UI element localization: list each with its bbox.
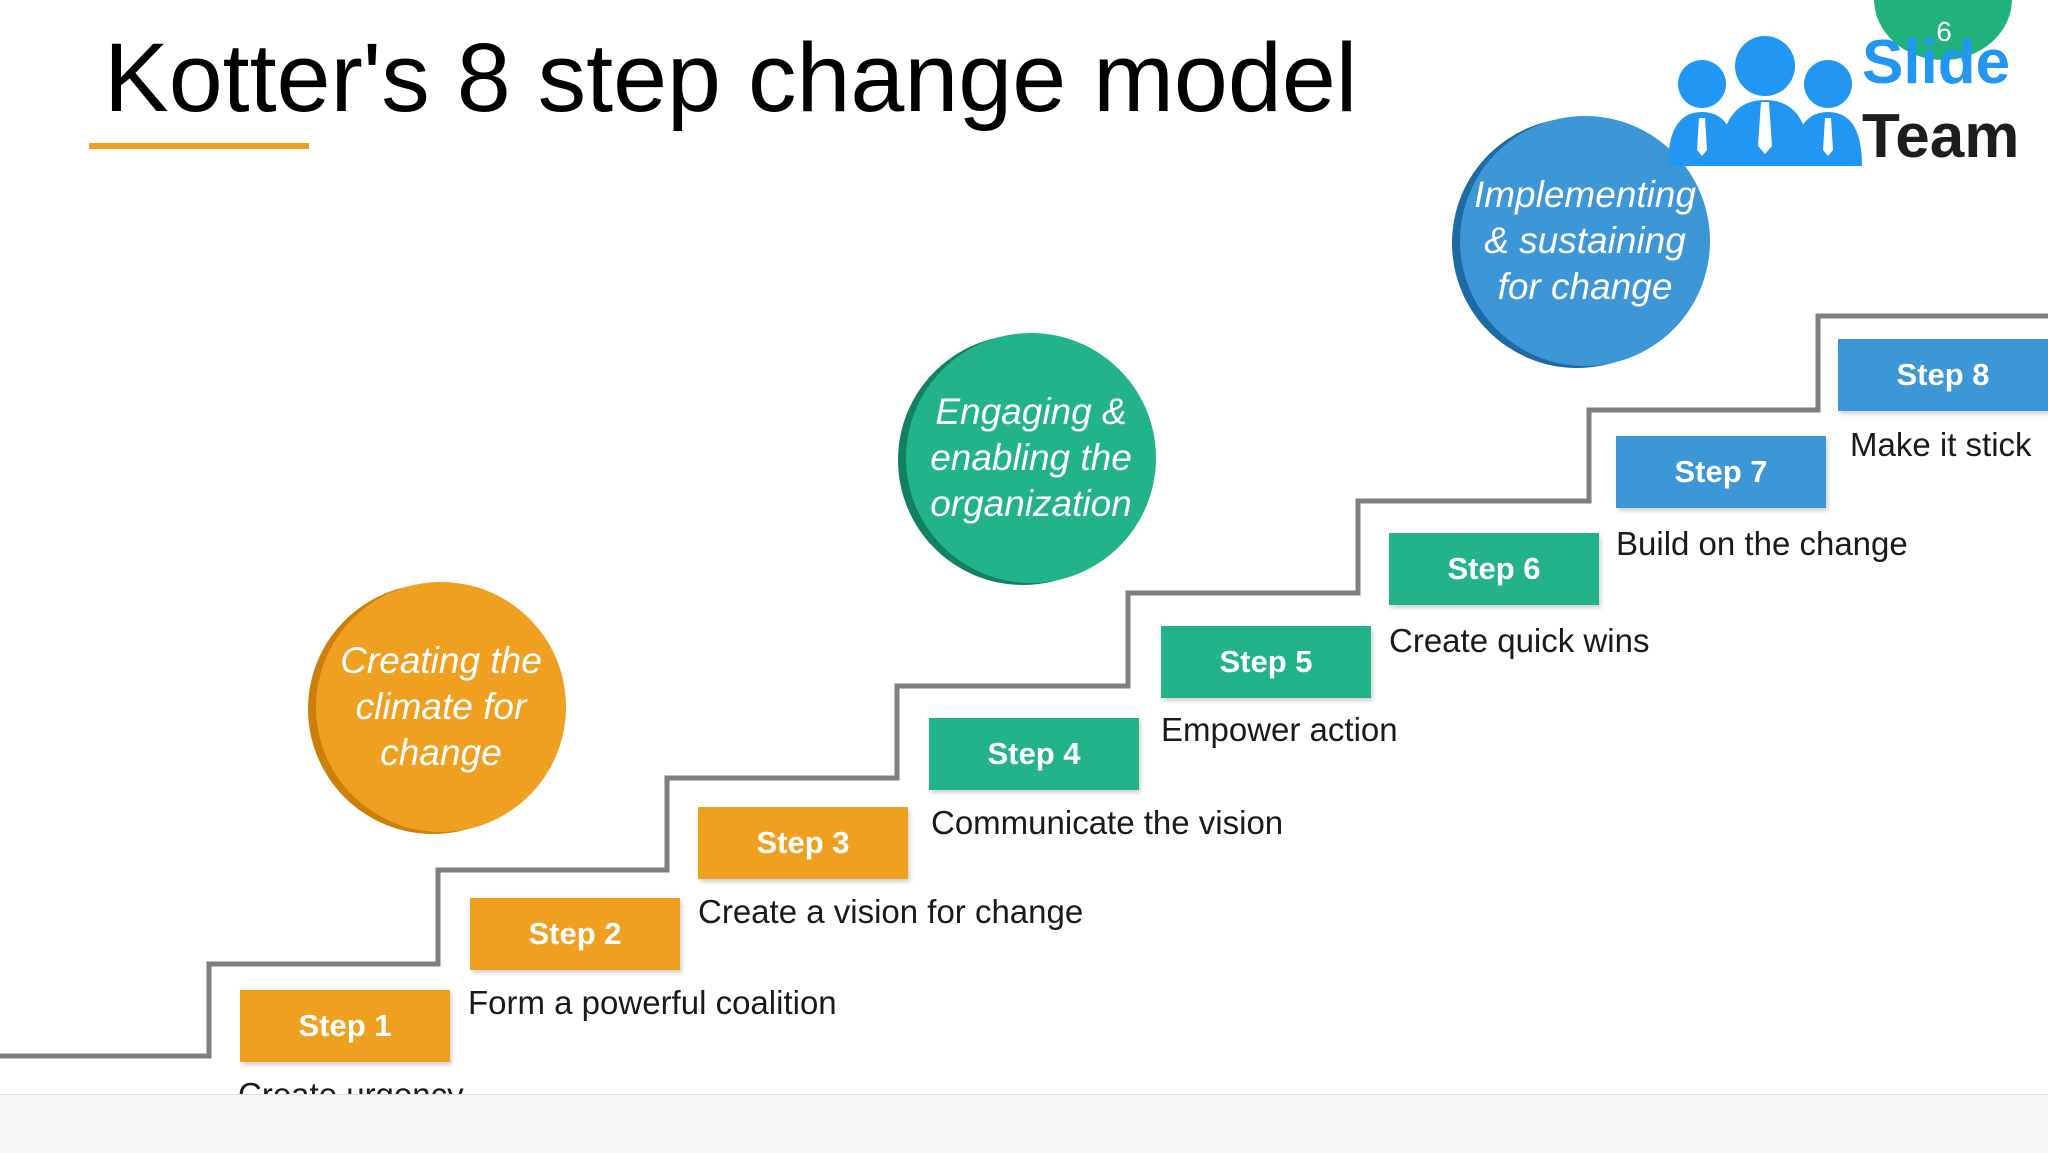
phase-label: Implementing & sustaining for change: [1473, 174, 1697, 307]
slide-title: Kotter's 8 step change model: [104, 23, 1358, 132]
step-description-1: Create urgency: [238, 1076, 464, 1094]
step-box-8: Step 8: [1838, 339, 2048, 411]
step-box-4: Step 4: [929, 718, 1139, 790]
step-description-2: Form a powerful coalition: [468, 984, 837, 1021]
phase-circle-implementing: Implementing & sustaining for change: [1452, 116, 1710, 371]
step-description-5: Empower action: [1161, 711, 1398, 748]
step-description-4: Communicate the vision: [931, 804, 1284, 841]
step-description-6: Create quick wins: [1389, 622, 1650, 659]
step-description-8: Make it stick: [1850, 426, 2032, 463]
title-underline: [89, 143, 309, 149]
step-box-7: Step 7: [1616, 436, 1826, 508]
people-group-icon: [1668, 36, 1862, 166]
step-box-5: Step 5: [1161, 626, 1371, 698]
phase-circle-disc: Creating the climate for change: [316, 582, 566, 832]
phase-label: Engaging & enabling the organization: [930, 391, 1132, 524]
phase-label: Creating the climate for change: [340, 640, 542, 773]
logo-wordmark-slide: Slide: [1862, 28, 2011, 97]
step-box-6: Step 6: [1389, 533, 1599, 605]
page-number: 6: [1936, 16, 1952, 47]
staircase-line: [0, 313, 2048, 1059]
phase-circle-disc: Engaging & enabling the organization: [906, 333, 1156, 583]
step-box-2: Step 2: [470, 898, 680, 970]
slide: Kotter's 8 step change model Creating th…: [0, 0, 2048, 1094]
step-box-1: Step 1: [240, 990, 450, 1062]
step-description-7: Build on the change: [1616, 525, 1908, 562]
step-description-3: Create a vision for change: [698, 893, 1084, 930]
logo-wordmark-team: Team: [1862, 102, 2020, 171]
viewer-bottom-strip: [0, 1094, 2048, 1153]
phase-circle-climate: Creating the climate for change: [308, 582, 566, 837]
step-box-3: Step 3: [698, 807, 908, 879]
phase-circle-engaging: Engaging & enabling the organization: [898, 333, 1156, 588]
